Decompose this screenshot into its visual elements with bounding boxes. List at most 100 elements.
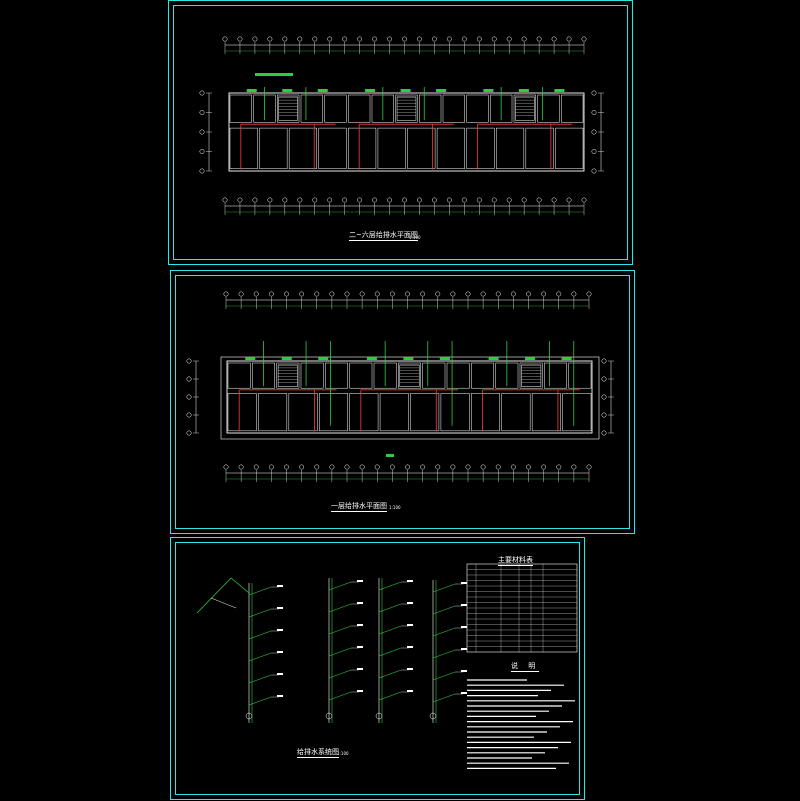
- level-label: [461, 670, 467, 672]
- axis-bottom-bubble: [344, 464, 350, 470]
- axis-right-bubble: [591, 168, 597, 174]
- room-wall: [466, 94, 489, 123]
- sheet-inner-frame: [173, 5, 628, 260]
- axis-bottom-bubble: [253, 464, 259, 470]
- branch-pipe: [248, 674, 272, 684]
- axis-left-bubble: [199, 110, 205, 115]
- branch-pipe: [432, 627, 456, 637]
- axis-left-bubble: [199, 129, 205, 135]
- branch-pipe: [432, 693, 456, 703]
- axis-top-bubble: [510, 291, 516, 297]
- building-outline: [226, 360, 593, 434]
- branch-pipe: [378, 581, 402, 591]
- axis-left-bubble: [186, 394, 192, 400]
- axis-top-bubble: [461, 36, 467, 42]
- axis-top-bubble: [223, 291, 229, 297]
- axis-top-bubble: [491, 36, 497, 42]
- axis-right-bubble: [601, 394, 607, 400]
- room-wall: [471, 362, 494, 389]
- pipe-label-tag: [318, 357, 329, 360]
- branch-pipe: [248, 586, 272, 596]
- axis-bottom-bubble: [446, 197, 452, 203]
- sheet-title-ground: 一层给排水平面图: [331, 502, 387, 512]
- pipe-label-tag: [245, 357, 256, 360]
- notes-title: 说 明: [511, 662, 540, 672]
- axis-top-bubble: [521, 36, 527, 42]
- room-wall: [277, 94, 300, 123]
- axis-right-bubble: [591, 90, 597, 96]
- branch-pipe: [432, 649, 456, 659]
- room-wall: [440, 393, 470, 432]
- pipe-label-tag: [525, 357, 536, 360]
- axis-bottom-bubble: [556, 464, 562, 470]
- room-wall: [398, 362, 421, 389]
- pipe-label-tag: [518, 89, 529, 92]
- axis-bottom-bubble: [268, 464, 274, 470]
- axis-bottom-bubble: [417, 197, 422, 203]
- axis-bottom-bubble: [387, 197, 392, 203]
- iso-pipe: [210, 597, 237, 609]
- level-label: [357, 668, 363, 670]
- pipe-label-tag: [282, 89, 293, 92]
- room-wall: [525, 127, 554, 169]
- room-wall: [544, 362, 567, 389]
- stair-core: [515, 96, 535, 121]
- room-wall: [349, 362, 373, 389]
- stair-core: [396, 96, 417, 121]
- axis-left-bubble: [186, 430, 192, 436]
- stair-core: [399, 364, 420, 387]
- branch-pipe: [432, 605, 456, 615]
- axis-top-bubble: [417, 36, 422, 42]
- axis-bottom-bubble: [435, 464, 441, 470]
- room-wall: [288, 127, 317, 169]
- branch-pipe: [248, 696, 272, 706]
- room-wall: [466, 127, 495, 169]
- level-label: [277, 651, 283, 653]
- pipe-label-tag: [488, 357, 499, 360]
- drawing-sheet-upper-floors: 二~六层给排水平面图 1:100: [168, 0, 633, 265]
- axis-top-bubble: [314, 291, 320, 297]
- axis-top-bubble: [312, 36, 318, 42]
- axis-bottom-bubble: [284, 464, 289, 470]
- sheet-inner-frame: [175, 275, 630, 529]
- level-label: [407, 602, 413, 604]
- level-label: [461, 648, 467, 650]
- level-label: [407, 624, 413, 626]
- axis-bottom-bubble: [329, 464, 335, 470]
- level-label: [277, 607, 283, 609]
- pipe-label-tag: [403, 357, 414, 360]
- axis-right-bubble: [601, 358, 607, 364]
- branch-pipe: [248, 652, 272, 662]
- axis-top-bubble: [327, 36, 333, 42]
- axis-top-bubble: [476, 36, 482, 42]
- axis-top-bubble: [405, 291, 410, 297]
- axis-bottom-bubble: [359, 464, 365, 470]
- room-wall: [519, 362, 543, 389]
- room-wall: [229, 94, 252, 123]
- room-wall: [407, 127, 436, 169]
- axis-top-bubble: [420, 291, 426, 297]
- axis-top-bubble: [268, 291, 274, 297]
- axis-top-bubble: [252, 36, 258, 42]
- axis-top-bubble: [329, 291, 335, 297]
- axis-top-bubble: [357, 36, 363, 42]
- room-wall: [568, 362, 592, 389]
- axis-top-bubble: [359, 291, 365, 297]
- materials-table-title: 主要材料表: [498, 556, 533, 566]
- axis-top-bubble: [541, 291, 547, 297]
- pipe-label-tag: [255, 73, 293, 76]
- branch-pipe: [328, 625, 352, 635]
- level-label: [277, 673, 283, 675]
- pipe-label-tag: [365, 89, 376, 92]
- branch-pipe: [328, 691, 352, 701]
- axis-bottom-bubble: [465, 464, 471, 470]
- axis-top-bubble: [238, 291, 244, 297]
- branch-pipe: [328, 647, 352, 657]
- axis-top-bubble: [465, 291, 471, 297]
- axis-top-bubble: [551, 36, 557, 42]
- axis-right-bubble: [601, 412, 607, 418]
- branch-pipe: [378, 603, 402, 613]
- branch-pipe: [378, 647, 402, 657]
- axis-top-bubble: [253, 291, 259, 297]
- axis-top-bubble: [506, 36, 512, 42]
